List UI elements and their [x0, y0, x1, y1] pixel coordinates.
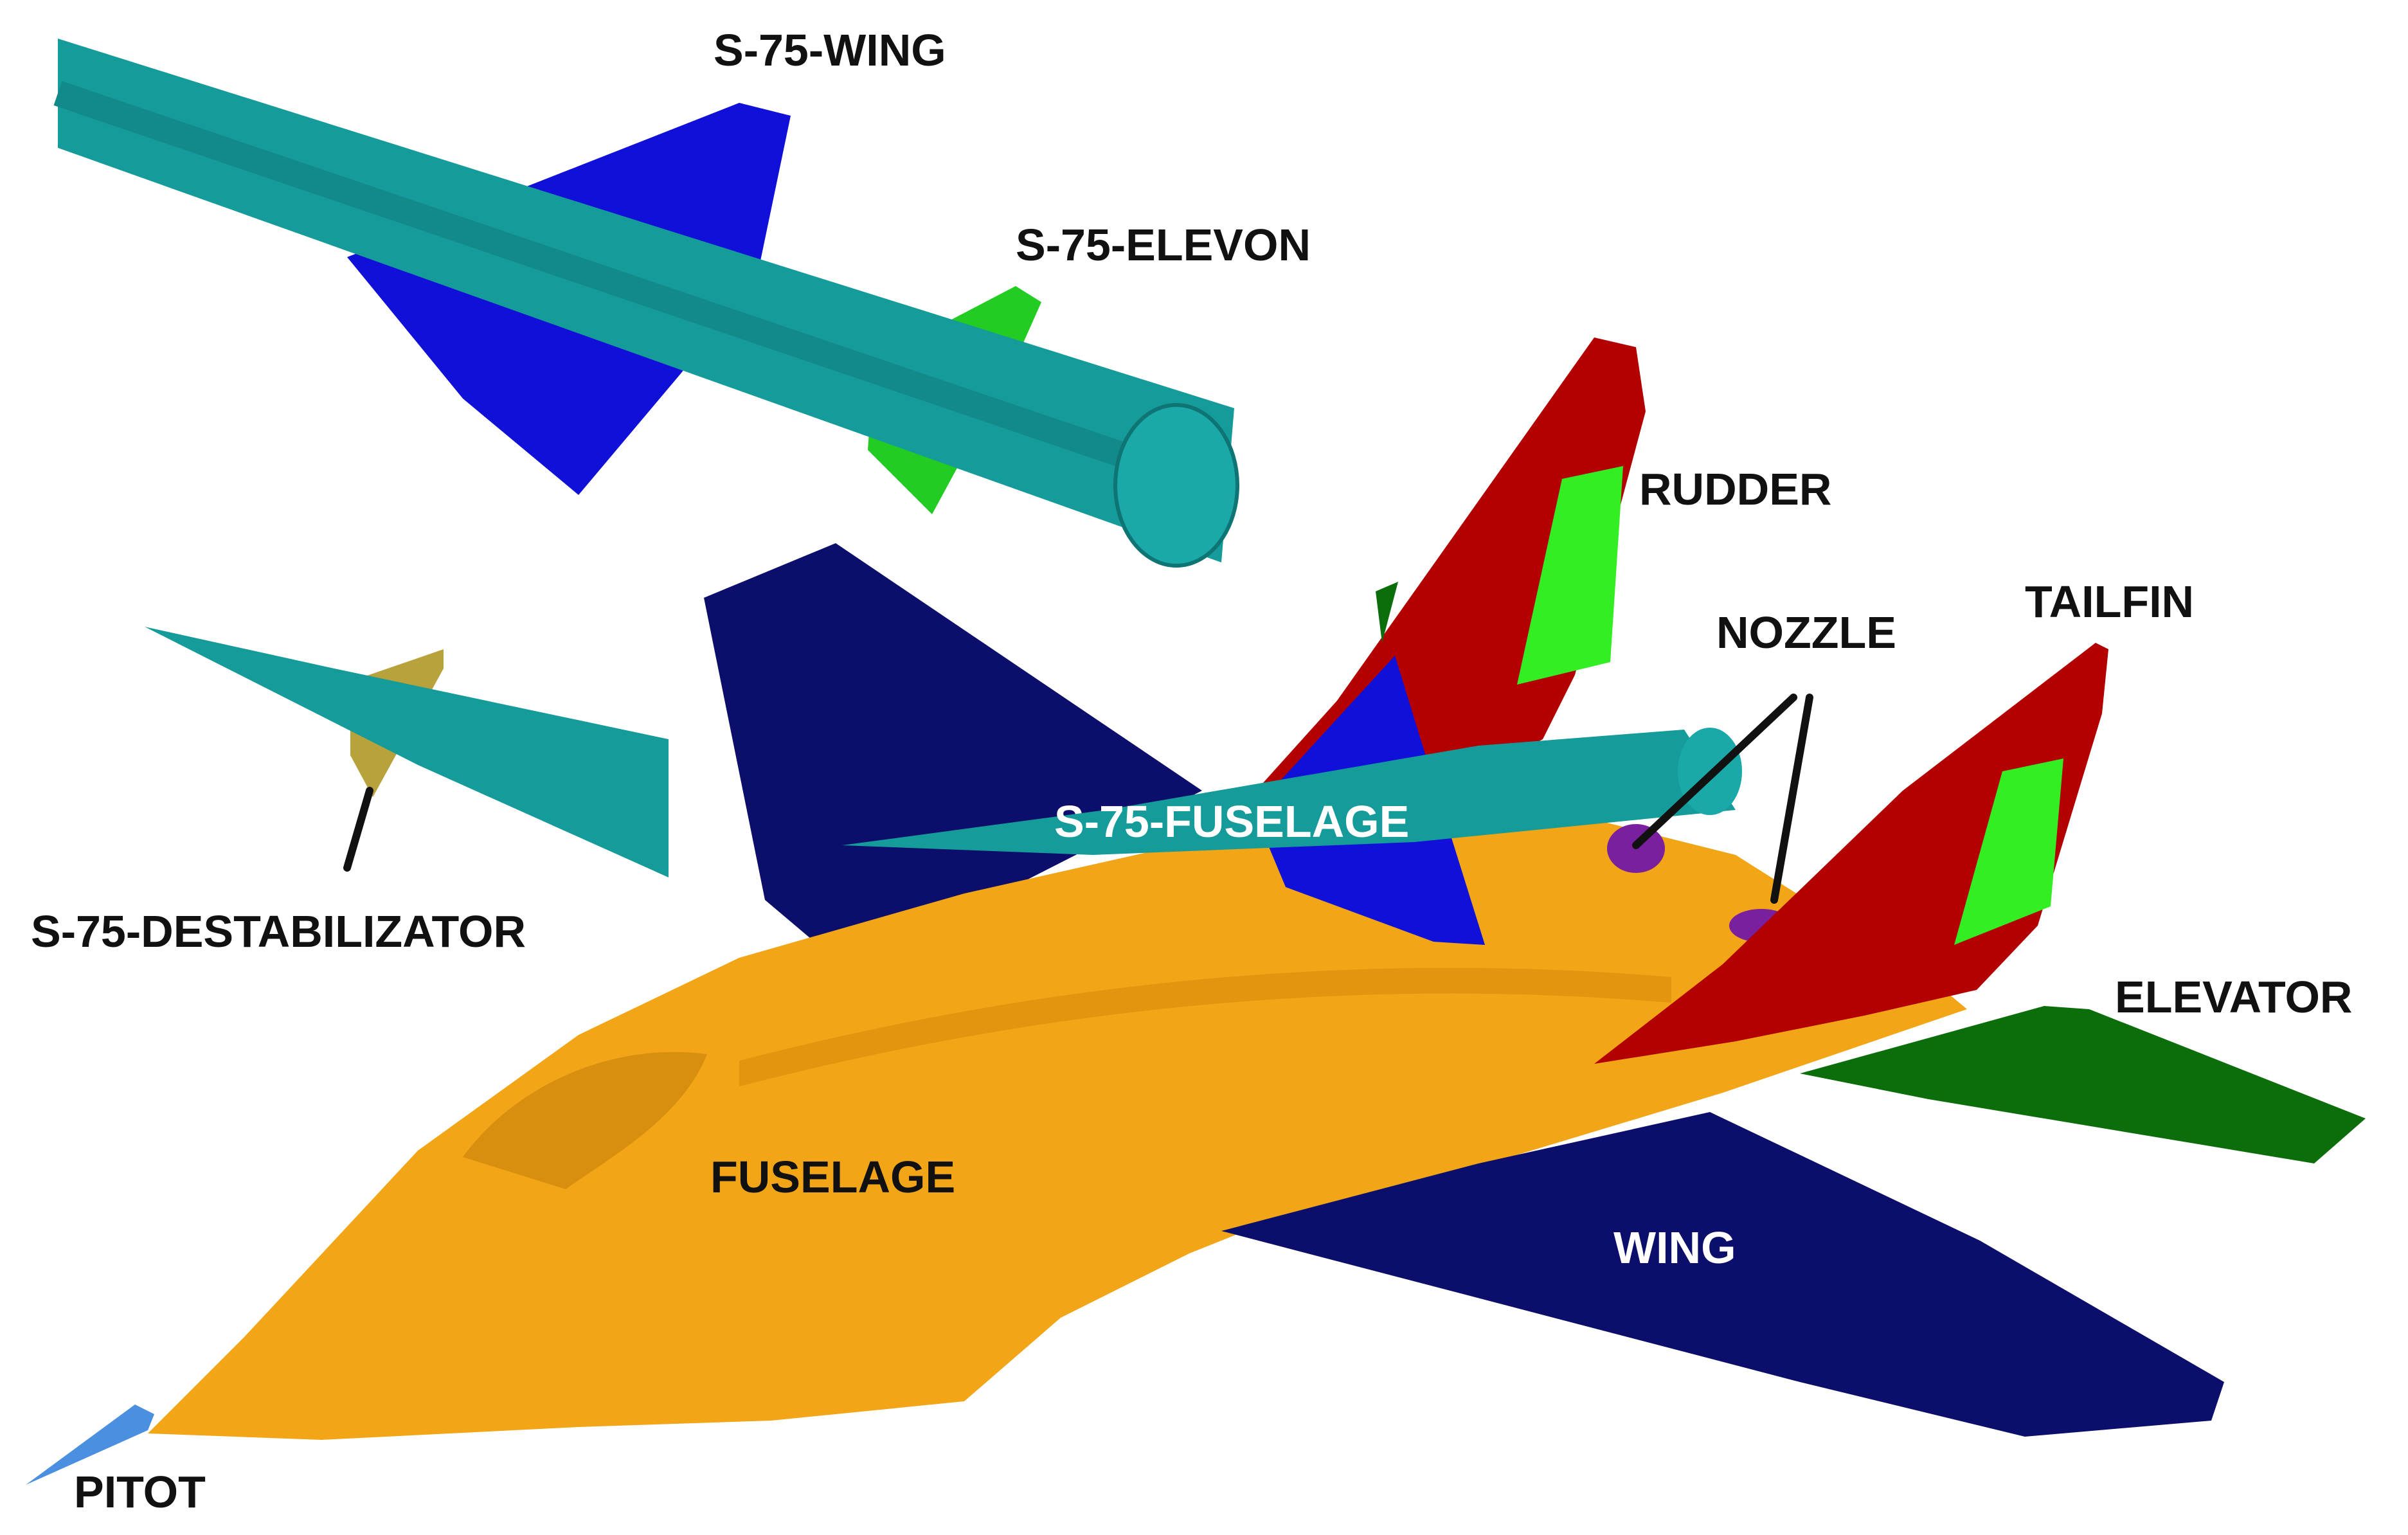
back-tailfin-shape — [1221, 337, 1646, 829]
pitot-label: PITOT — [74, 1467, 206, 1517]
near-wing-shape — [1221, 1112, 2224, 1437]
s75-destabilizator-leader — [343, 787, 373, 872]
fuselage-shape — [148, 791, 1967, 1440]
back-rudder-shape — [1517, 466, 1623, 685]
nozzle-label: NOZZLE — [1716, 607, 1896, 658]
s75-wing-label: S-75-WING — [714, 25, 946, 75]
tailfin-label: TAILFIN — [2025, 577, 2194, 627]
left-s75-missile — [145, 627, 669, 877]
underwing-s75-body — [842, 730, 1736, 855]
fuselage-label: FUSELAGE — [710, 1152, 955, 1202]
elevator-label: ELEVATOR — [2115, 972, 2352, 1022]
s75-fuselage-label: S-75-FUSELAGE — [1054, 796, 1409, 847]
elevator-shape — [1800, 1006, 2366, 1163]
back-tailfin-green-strip — [1376, 582, 1398, 643]
rudder-label: RUDDER — [1639, 464, 1831, 514]
left-s75-missile-body — [145, 627, 669, 877]
s75-missile-tail-cap — [1113, 403, 1239, 568]
fuselage-spine-shade — [739, 967, 1671, 1086]
nozzle-leader-right — [1770, 694, 1813, 904]
far-wing-shape — [704, 543, 1202, 971]
s75-body-shade — [53, 81, 1226, 501]
s75-elevon-label: S-75-ELEVON — [1016, 220, 1311, 270]
rudder-shape — [1954, 759, 2063, 945]
fuselage-canopy-shade — [463, 1052, 707, 1189]
upper-s75-missile — [53, 39, 1239, 568]
tailfin-shape — [1594, 643, 2108, 1064]
s75-destabilizator-label: S-75-DESTABILIZATOR — [31, 906, 526, 956]
aircraft — [26, 337, 2366, 1485]
wing-label: WING — [1613, 1223, 1736, 1273]
nozzle-leader-left — [1632, 694, 1797, 849]
pitot-shape — [26, 1405, 154, 1485]
